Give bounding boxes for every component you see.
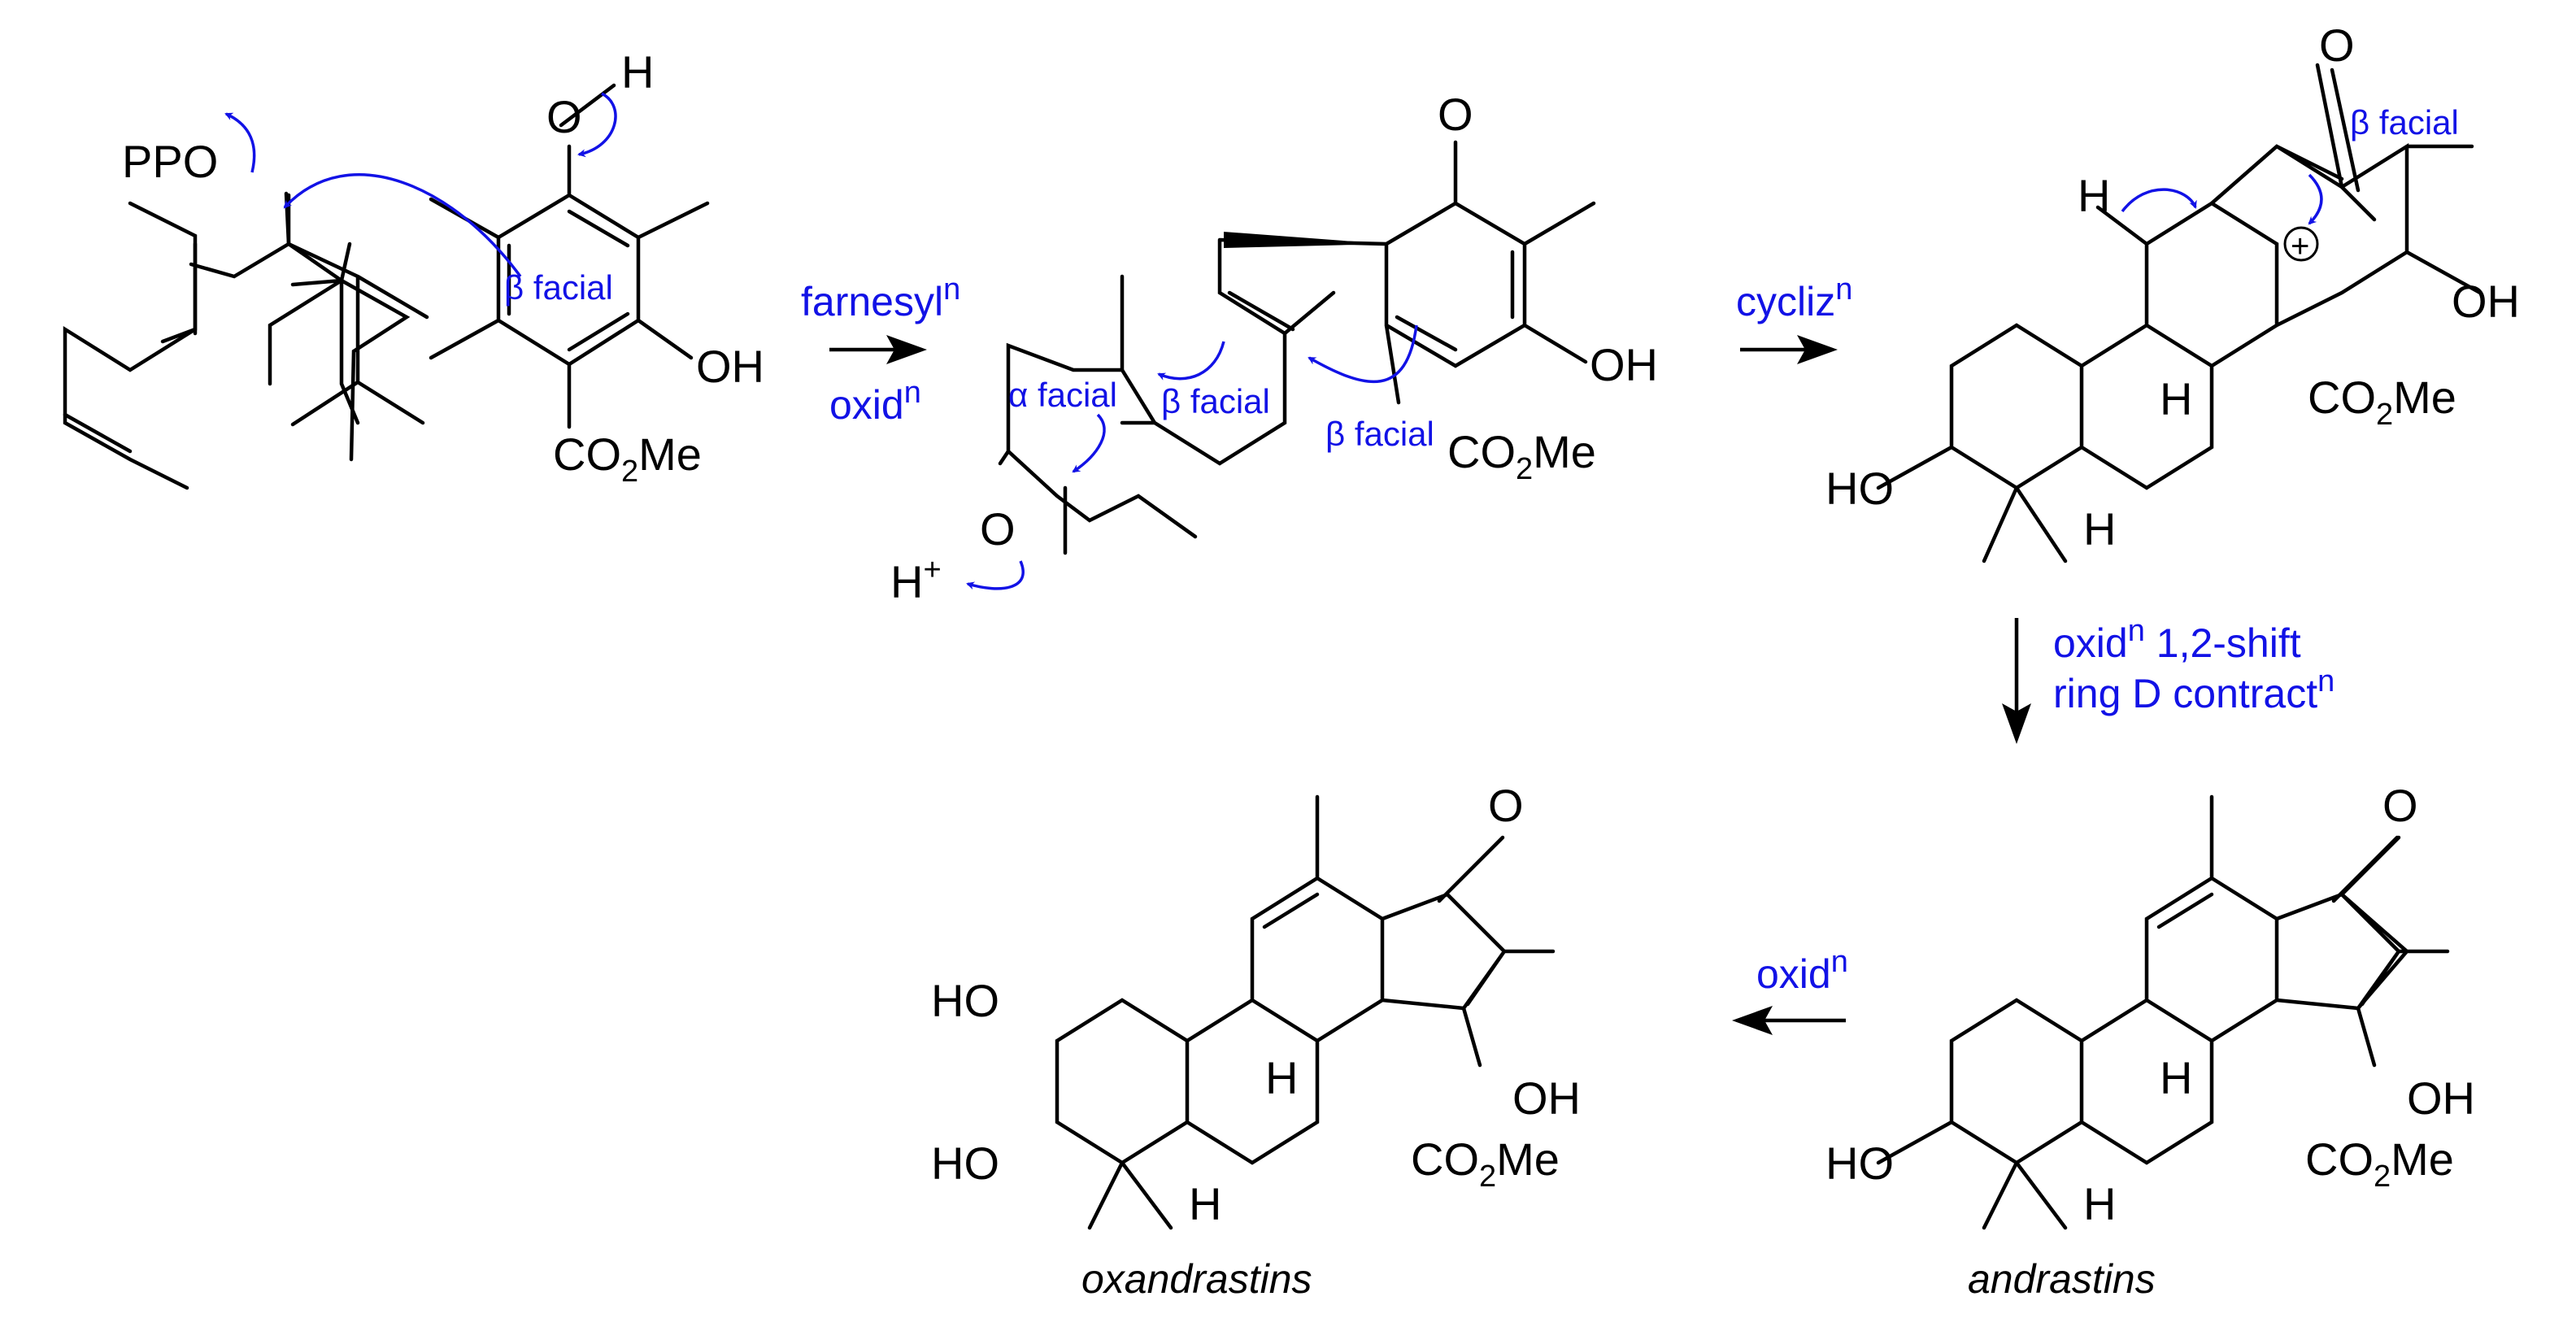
curved-arrow-int-2 bbox=[1308, 324, 1418, 384]
andrastins-structure bbox=[1876, 794, 2450, 1230]
cation-h-left: H bbox=[2078, 170, 2110, 221]
beta-facial-note-2: β facial bbox=[1325, 415, 1434, 453]
step-3-line-1: oxidn 1,2-shift bbox=[2053, 614, 2301, 666]
step-1-label-b: oxidn bbox=[829, 376, 921, 428]
cation-h-c9: H bbox=[2160, 373, 2192, 424]
cation-ho: HO bbox=[1825, 463, 1894, 514]
step-4-arrow bbox=[1732, 1006, 1846, 1035]
intermediate-oh: OH bbox=[1590, 339, 1658, 390]
ester-label: CO2Me bbox=[553, 429, 702, 489]
curved-arrow-int-1 bbox=[1157, 341, 1225, 381]
cation-beta-facial-note: β facial bbox=[2350, 103, 2459, 141]
oxandrastins-ketone-o: O bbox=[1488, 780, 1524, 831]
andrastins-bonds bbox=[1876, 794, 2450, 1230]
curved-arrow-cation-1 bbox=[2121, 188, 2197, 213]
andrastins-oh: OH bbox=[2407, 1072, 2475, 1124]
andrastins-h-c9: H bbox=[2160, 1052, 2192, 1103]
intermediate-wedge-spiro bbox=[1224, 232, 1386, 248]
andrastins-ketone-o: O bbox=[2382, 780, 2418, 831]
step-1-label-a: farnesyln bbox=[801, 272, 960, 324]
cation-bonds bbox=[1876, 63, 2482, 563]
step-3-arrow bbox=[2002, 618, 2031, 744]
oxandrastins-name: oxandrastins bbox=[1081, 1256, 1312, 1302]
intermediate-ester: CO2Me bbox=[1447, 426, 1596, 486]
cation-h-c5: H bbox=[2083, 503, 2116, 555]
proton-label: H+ bbox=[890, 553, 942, 607]
carbocation-charge bbox=[2283, 226, 2319, 262]
oxandrastins-oh: OH bbox=[1512, 1072, 1581, 1124]
step-4-label: oxidn bbox=[1756, 945, 1848, 997]
andrastins-name: andrastins bbox=[1968, 1256, 2156, 1302]
cation-structure bbox=[1876, 63, 2482, 563]
phenol-oh-label: OH bbox=[696, 341, 764, 392]
oxandrastins-ester: CO2Me bbox=[1411, 1133, 1560, 1194]
epoxide-o: O bbox=[980, 503, 1016, 555]
step-3-line-2: ring D contractn bbox=[2053, 664, 2334, 716]
oxandrastins-bonds bbox=[1055, 794, 1556, 1230]
intermediate-ketone-o: O bbox=[1438, 89, 1473, 140]
oxandrastins-h-c9: H bbox=[1265, 1052, 1298, 1103]
intermediate-bonds bbox=[998, 140, 1596, 555]
beta-facial-note: β facial bbox=[504, 268, 613, 307]
curved-arrow-ppo bbox=[224, 112, 256, 173]
step-2-label: cyclizn bbox=[1736, 272, 1852, 324]
cation-oh: OH bbox=[2452, 276, 2520, 327]
curved-arrow-alkene bbox=[283, 173, 522, 278]
andrastins-ester: CO2Me bbox=[2305, 1133, 2454, 1194]
alpha-facial-note: α facial bbox=[1008, 376, 1117, 414]
start-material-chain bbox=[63, 191, 429, 454]
curved-arrow-int-3 bbox=[1072, 413, 1106, 473]
curved-arrow-cation-2 bbox=[2308, 173, 2323, 225]
carbocation-plus: + bbox=[2291, 228, 2309, 264]
oxandrastins-h-c5: H bbox=[1189, 1178, 1221, 1229]
oxandrastins-ho-top: HO bbox=[931, 975, 999, 1026]
step-2-arrow bbox=[1740, 335, 1838, 364]
oxandrastins-ho-bottom: HO bbox=[931, 1138, 999, 1189]
start-material-structure bbox=[63, 83, 710, 490]
curved-arrow-int-4 bbox=[966, 560, 1025, 590]
curved-arrow-oh bbox=[577, 92, 617, 158]
step-1-arrow bbox=[829, 335, 927, 364]
cation-ketone-o: O bbox=[2319, 20, 2355, 71]
intermediate-structure bbox=[998, 140, 1596, 555]
andrastins-ho: HO bbox=[1825, 1138, 1894, 1189]
ppo-label: PPO bbox=[122, 136, 218, 187]
phenol-o-label: O bbox=[546, 91, 582, 142]
oxandrastins-structure bbox=[1055, 794, 1556, 1230]
cation-ester: CO2Me bbox=[2308, 372, 2456, 432]
phenol-h-label: H bbox=[621, 46, 654, 98]
andrastins-h-c5: H bbox=[2083, 1178, 2116, 1229]
beta-facial-note-1: β facial bbox=[1161, 382, 1270, 420]
